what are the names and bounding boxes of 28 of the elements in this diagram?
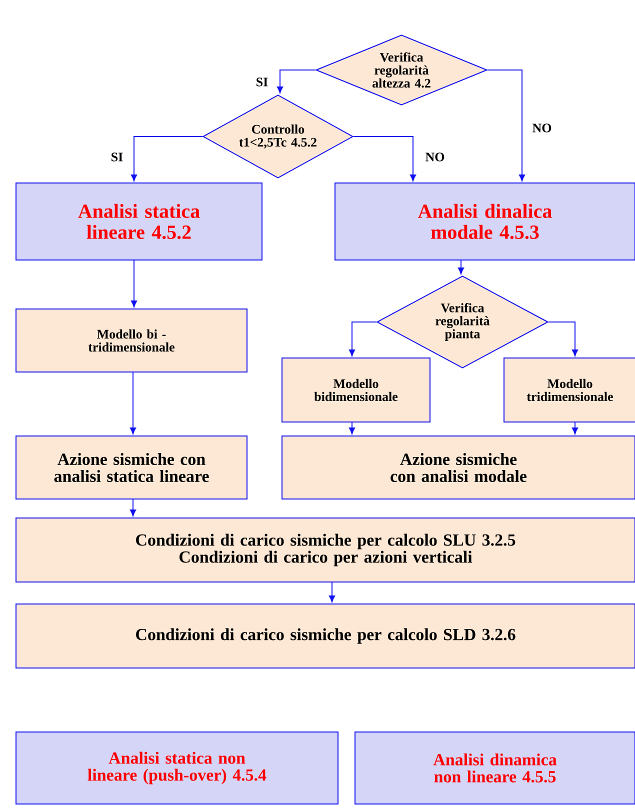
process-box: Analisi dinalica modale 4.5.3 [334,182,635,260]
arrow [348,422,356,434]
process-box: Azione sismiche con analisi statica lineare [16,436,248,500]
arrow [458,260,464,274]
process-box: Azione sismiche con analisi modale [282,436,635,500]
arrow [353,136,416,182]
process-box: Condizioni di carico sismiche per calcolo SLU 3.2.5 Condizioni di carico per azioni verticali [16,518,635,582]
arrow [548,322,578,356]
edge-label: NO [424,152,446,162]
process-box: Analisi statica lineare 4.5.2 [16,182,262,260]
process-box: Analisi dinamica non lineare 4.5.5 [354,732,635,804]
arrow [487,70,526,182]
edge-label: SI [254,76,270,88]
process-box: Modello bidimensionale [282,358,430,422]
arrow [130,372,136,434]
edge-label: NO [531,122,553,134]
arrow [130,136,203,182]
arrow [572,422,578,434]
edge-label: SI [110,152,124,162]
arrow [276,70,316,94]
process-box: Modello tridimensionale [504,358,635,422]
process-box: Analisi statica non lineare (push-over) 4.5.4 [16,732,338,804]
arrow [130,260,138,308]
arrow [348,322,377,356]
arrow [130,499,136,516]
arrow [328,582,336,602]
process-box: Condizioni di carico sismiche per calcolo SLD 3.2.6 [16,604,635,668]
process-box: Modello bi - tridimensionale [16,308,248,372]
